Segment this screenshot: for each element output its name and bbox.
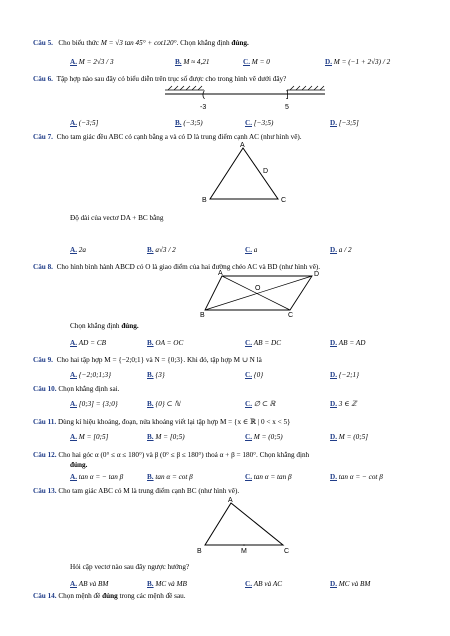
q10-opt-d[interactable]: D. 3 ∈ ℤ — [330, 400, 357, 408]
q6-left-bracket: ( — [202, 89, 205, 99]
q12-opt-c[interactable]: C. tan α = tan β — [245, 473, 292, 481]
q5-opt-c[interactable]: C. M = 0 — [243, 58, 270, 66]
svg-text:A: A — [228, 497, 233, 504]
q10-opt-a[interactable]: A. [0;3] = {3;0} — [70, 400, 118, 408]
q7-opt-d[interactable]: D. a / 2 — [330, 246, 352, 254]
q9-stem: Câu 9. Cho hai tập hợp M = {−2;0;1} và N… — [33, 356, 262, 364]
svg-text:A: A — [218, 270, 223, 277]
q7-opt-c[interactable]: C. a — [245, 246, 258, 254]
q6-left-value: -3 — [200, 104, 206, 111]
q7-triangle-figure: A B C D — [202, 142, 286, 204]
q8-sub: Chọn khẳng định đúng. — [70, 322, 139, 330]
svg-text:O: O — [255, 285, 261, 292]
svg-text:D: D — [263, 168, 268, 175]
q13-sub: Hỏi cặp vectơ nào sau đây ngược hướng? — [70, 563, 190, 571]
svg-text:M: M — [241, 548, 247, 555]
q8-stem: Câu 8. Cho hình bình hành ABCD có O là g… — [33, 263, 321, 271]
q7-opt-a[interactable]: A. 2a — [70, 246, 86, 254]
q14-stem: Câu 14. Chọn mệnh đề đúng trong các mệnh… — [33, 592, 186, 600]
q10-stem: Câu 10. Chọn khẳng định sai. — [33, 385, 120, 393]
q8-opt-d[interactable]: D. AB = AD — [330, 339, 366, 347]
q9-opt-d[interactable]: D. {−2;1} — [330, 371, 359, 379]
q11-opt-d[interactable]: D. M = (0;5] — [330, 433, 368, 441]
q8-parallelogram-figure: A D B C O — [200, 270, 319, 318]
q13-opt-a[interactable]: A. AB và BM — [70, 580, 109, 588]
q12-opt-d[interactable]: D. tan α = − cot β — [330, 473, 383, 481]
q9-opt-b[interactable]: B. {3} — [147, 371, 165, 379]
q13-opt-d[interactable]: D. MC và BM — [330, 580, 371, 588]
svg-text:C: C — [281, 197, 286, 204]
q6-right-bracket: ] — [286, 89, 289, 99]
q10-opt-c[interactable]: C. ∅ ⊂ ℝ — [245, 400, 276, 408]
q7-sub: Độ dài của vectơ DA + BC bằng — [70, 214, 164, 222]
q6-number-line: ( ] -3 5 — [165, 85, 325, 111]
q7-stem: Câu 7. Cho tam giác đều ABC có cạnh bằng… — [33, 133, 302, 141]
q12-opt-a[interactable]: A. tan α = − tan β — [70, 473, 124, 481]
q6-right-value: 5 — [285, 104, 289, 111]
svg-text:D: D — [314, 271, 319, 278]
svg-text:B: B — [197, 548, 202, 555]
q6-stem: Câu 6. Tập hợp nào sau đây có biểu diễn … — [33, 75, 287, 83]
q12-stem: Câu 12. Cho hai góc α (0° ≤ α ≤ 180°) và… — [33, 451, 310, 459]
q5-stem: Câu 5. Cho biểu thức M = √3 tan 45° + co… — [33, 39, 249, 47]
q11-opt-a[interactable]: A. M = [0;5] — [70, 433, 109, 441]
q9-opt-c[interactable]: C. {0} — [245, 371, 264, 379]
q12-opt-b[interactable]: B. tan α = cot β — [147, 473, 193, 481]
svg-text:C: C — [284, 548, 289, 555]
q8-opt-b[interactable]: B. OA = OC — [147, 339, 184, 347]
svg-text:B: B — [200, 312, 205, 318]
q5-opt-a[interactable]: A. M = 2√3 / 3 — [70, 58, 114, 66]
q13-triangle-figure: A B M C — [197, 497, 289, 555]
q6-opt-b[interactable]: B. (−3;5) — [175, 119, 203, 127]
q13-opt-c[interactable]: C. AB và AC — [245, 580, 283, 588]
q8-opt-a[interactable]: A. AD = CB — [70, 339, 107, 347]
q5-opt-b[interactable]: B. M ≈ 4,21 — [175, 58, 210, 66]
q6-opt-c[interactable]: C. [−3;5) — [245, 119, 274, 127]
q10-opt-b[interactable]: B. {0} ⊂ ℕ — [147, 400, 181, 408]
q12-bold: đúng. — [70, 461, 88, 469]
q11-stem: Câu 11. Dùng kí hiệu khoảng, đoạn, nửa k… — [33, 418, 291, 426]
svg-text:A: A — [240, 142, 245, 149]
q9-opt-a[interactable]: A. {−2;0;1;3} — [70, 371, 111, 379]
svg-text:B: B — [202, 197, 207, 204]
q6-opt-d[interactable]: D. [−3;5] — [330, 119, 359, 127]
svg-text:C: C — [288, 312, 293, 318]
q7-opt-b[interactable]: B. a√3 / 2 — [147, 246, 176, 254]
q13-stem: Câu 13. Cho tam giác ABC có M là trung đ… — [33, 487, 240, 495]
q5-opt-d[interactable]: D. M = (−1 + 2√3) / 2 — [325, 58, 391, 66]
q11-opt-c[interactable]: C. M = (0;5) — [245, 433, 283, 441]
q13-opt-b[interactable]: B. MC và MB — [147, 580, 187, 588]
q11-opt-b[interactable]: B. M = [0;5) — [147, 433, 185, 441]
q8-opt-c[interactable]: C. AB = DC — [245, 339, 282, 347]
q6-opt-a[interactable]: A. (−3;5] — [70, 119, 99, 127]
